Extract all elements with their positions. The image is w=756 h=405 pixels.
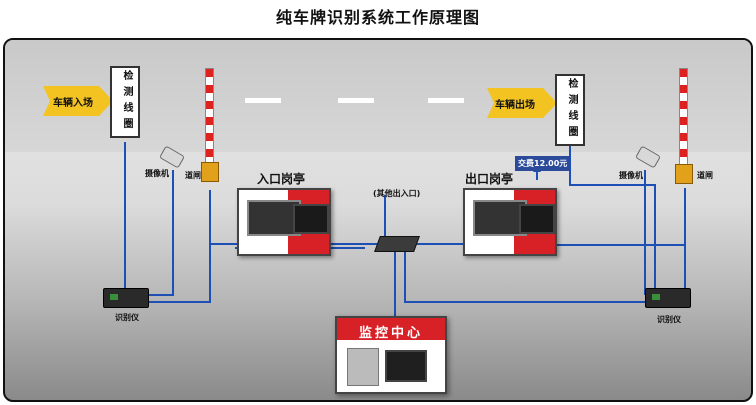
exit-booth: [463, 188, 557, 256]
gate-label-entry: 道闸: [185, 171, 201, 180]
diagram-title: 纯车牌识别系统工作原理图: [275, 8, 480, 27]
lane-dash: [245, 98, 281, 103]
recognizer-label-entry: 识别仪: [115, 313, 139, 322]
exit-booth-title: 出口岗亭: [465, 172, 514, 186]
barrier-arm-entry: [205, 68, 214, 166]
switch-label: (其他出入口): [373, 189, 421, 198]
diagram-frame: 车辆入场 车辆出场 检测线圈 检测线圈 摄像机 道闸 摄像机 道闸 入口岗亭 出…: [3, 38, 753, 402]
monitor-center: 监控中心: [335, 316, 447, 394]
detection-loop-exit: 检测线圈: [555, 74, 585, 146]
detection-loop-entry: 检测线圈: [110, 66, 140, 138]
recognizer-label-exit: 识别仪: [657, 315, 681, 324]
wire-loop-right: [569, 142, 656, 290]
monitor-center-title: 监控中心: [358, 326, 423, 341]
entry-booth-title: 入口岗亭: [257, 172, 306, 186]
wire-switch-right: [404, 250, 645, 303]
entry-arrow: 车辆入场: [43, 86, 113, 116]
lane-dash: [338, 98, 374, 103]
lane-dash: [428, 98, 464, 103]
recognizer-entry: [103, 288, 149, 308]
gate-label-exit: 道闸: [697, 171, 713, 180]
wire-gate-left: [145, 190, 211, 303]
recognizer-exit: [645, 288, 691, 308]
gate-box-entry: [201, 162, 219, 182]
network-switch: [374, 236, 420, 252]
camera-label-entry: 摄像机: [145, 169, 169, 178]
camera-label-exit: 摄像机: [619, 171, 643, 180]
wire-gate-right: [550, 188, 686, 246]
barrier-arm-exit: [679, 68, 688, 166]
fee-display: 交费12.00元: [515, 156, 571, 171]
wire-camera-left: [145, 170, 174, 296]
entry-booth: [237, 188, 331, 256]
gate-box-exit: [675, 164, 693, 184]
exit-arrow: 车辆出场: [487, 88, 557, 118]
